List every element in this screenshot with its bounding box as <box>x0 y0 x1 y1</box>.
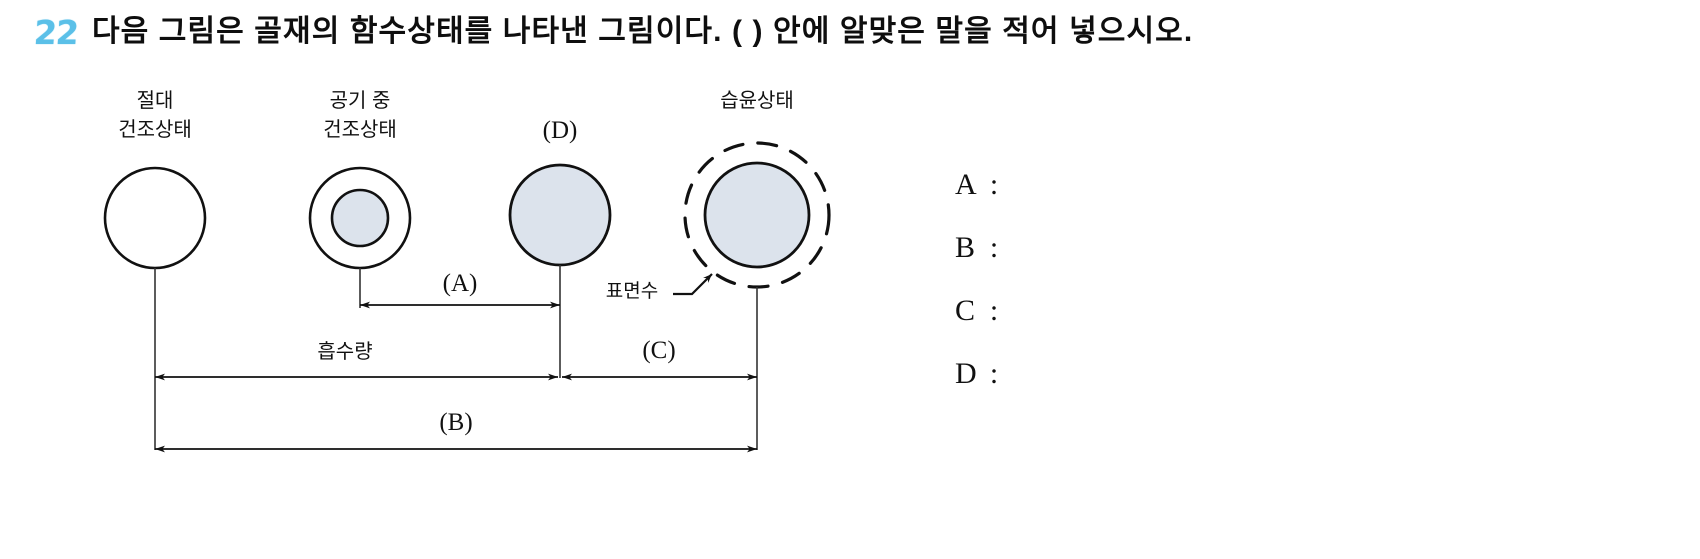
answer-row-b[interactable]: B : <box>955 231 1255 294</box>
dimension-c: (C) <box>562 337 757 381</box>
state-air-dry-label-line2: 건조상태 <box>323 118 397 141</box>
dimension-c-label: (C) <box>642 337 675 364</box>
surface-water-callout: 표면수 <box>606 273 713 302</box>
question-number: 22 <box>32 12 80 52</box>
answer-colon-b: : <box>989 231 999 264</box>
dimension-absorption: 흡수량 <box>155 340 558 381</box>
aggregate-circle-air-dry-inner <box>330 188 390 248</box>
state-oven-dry-label-line1: 절대 <box>137 89 174 112</box>
state-d-label: (D) <box>543 117 578 144</box>
question-header: 22 다음 그림은 골재의 함수상태를 나타낸 그림이다. ( ) 안에 알맞은… <box>32 4 1674 60</box>
answer-key-a: A <box>955 168 977 201</box>
dimension-b: (B) <box>155 409 757 453</box>
answer-colon-c: : <box>989 294 999 327</box>
answer-row-a[interactable]: A : <box>955 168 1255 231</box>
state-oven-dry: 절대 건조상태 <box>103 89 207 450</box>
answer-row-d[interactable]: D : <box>955 357 1255 420</box>
aggregate-circle-wet <box>703 161 811 269</box>
question-text: 다음 그림은 골재의 함수상태를 나타낸 그림이다. ( ) 안에 알맞은 말을… <box>91 15 1194 48</box>
surface-water-label: 표면수 <box>606 280 658 302</box>
aggregate-circle-ssd <box>508 163 612 267</box>
aggregate-moisture-state-diagram: 절대 건조상태 공기 중 건조상태 (D) 습윤상태 표면수 (A) 흡수량 <box>0 60 1040 500</box>
answer-key-c: C <box>955 294 976 327</box>
absorption-label: 흡수량 <box>317 340 372 363</box>
dimension-b-label: (B) <box>439 409 472 436</box>
answer-colon-d: : <box>989 357 999 390</box>
answer-list: A : B : C : D : <box>955 168 1255 420</box>
answer-key-b: B <box>955 231 976 264</box>
state-wet: 습윤상태 <box>683 89 831 450</box>
answer-row-c[interactable]: C : <box>955 294 1255 357</box>
state-wet-label: 습윤상태 <box>720 89 794 112</box>
surface-water-leader <box>673 273 713 296</box>
state-air-dry: 공기 중 건조상태 <box>308 89 412 308</box>
answer-colon-a: : <box>989 168 999 201</box>
aggregate-circle-oven-dry <box>103 166 207 270</box>
dimension-a-label: (A) <box>443 270 478 297</box>
answer-key-d: D <box>955 357 977 390</box>
state-air-dry-label-line1: 공기 중 <box>330 89 391 112</box>
dimension-a: (A) <box>360 270 560 309</box>
state-oven-dry-label-line2: 건조상태 <box>118 118 192 141</box>
state-saturated-surface-dry: (D) <box>508 117 612 378</box>
